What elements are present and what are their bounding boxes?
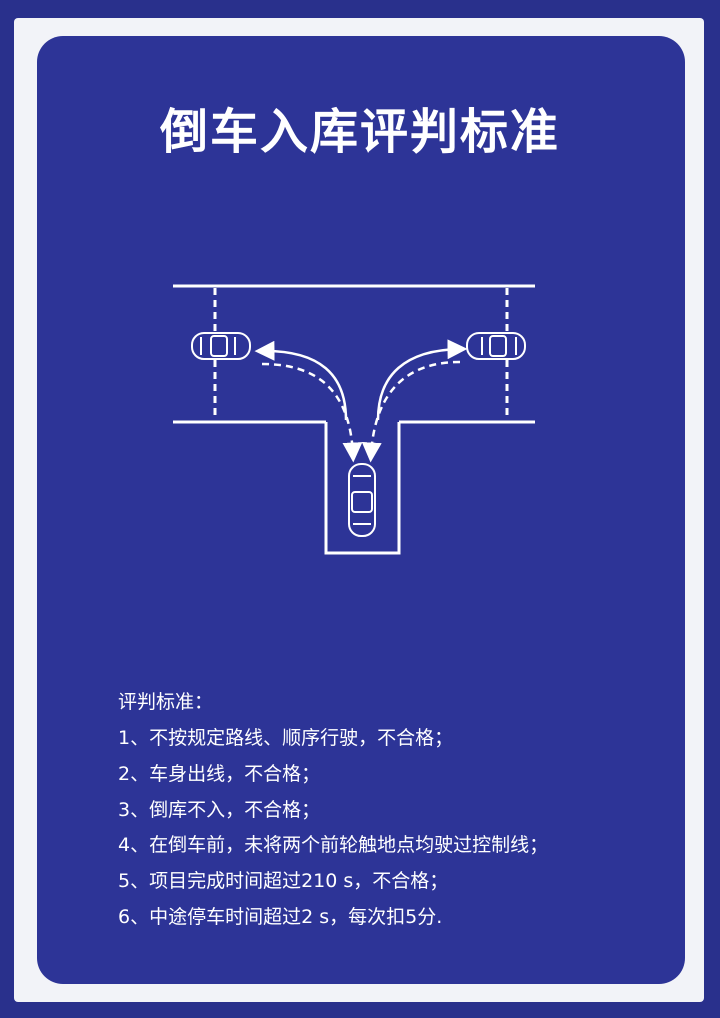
page-title: 倒车入库评判标准 xyxy=(159,104,560,160)
path-arrows xyxy=(254,339,468,463)
left-path-dashed xyxy=(261,362,363,463)
parking-bay xyxy=(324,422,401,555)
criteria-item: 1、不按规定路线、顺序行驶，不合格； xyxy=(118,727,454,749)
road-lines xyxy=(173,284,535,555)
car-parked-icon xyxy=(348,463,376,537)
criteria-item: 3、倒库不入，不合格； xyxy=(118,798,321,821)
left-path-solid xyxy=(254,340,348,421)
criteria-heading: 评判标准： xyxy=(118,691,214,713)
criteria-item: 4、在倒车前，未将两个前轮触地点均驶过控制线； xyxy=(118,834,549,857)
criteria-section: 评判标准： 1、不按规定路线、顺序行驶，不合格； 2、车身出线，不合格； 3、倒… xyxy=(118,683,548,936)
criteria-list: 1、不按规定路线、顺序行驶，不合格； 2、车身出线，不合格； 3、倒库不入，不合… xyxy=(118,721,548,936)
car-right-icon xyxy=(466,332,526,360)
right-path-solid xyxy=(376,339,468,421)
control-lines xyxy=(213,288,509,420)
parking-diagram xyxy=(173,284,535,555)
car-left-icon xyxy=(191,332,251,360)
right-path-dashed xyxy=(361,360,461,463)
criteria-item: 5、项目完成时间超过210 s，不合格； xyxy=(118,870,449,893)
criteria-item: 2、车身出线，不合格； xyxy=(118,762,321,785)
criteria-item: 6、中途停车时间超过2 s，每次扣5分. xyxy=(118,905,443,928)
